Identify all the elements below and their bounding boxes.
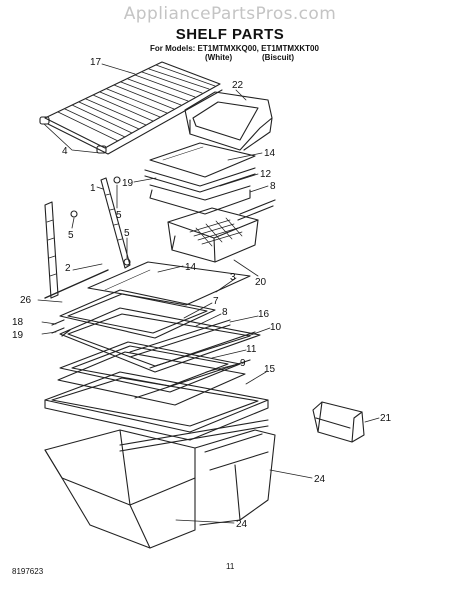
callout-19: 19 <box>122 178 134 189</box>
callout-8: 8 <box>222 307 228 318</box>
watermark: AppliancePartsPros.com <box>123 4 337 24</box>
variant-white: (White) <box>205 53 233 62</box>
page-number: 11 <box>226 562 235 571</box>
callout-5: 5 <box>124 228 130 239</box>
models-line: For Models: ET1MTMXKQ00, ET1MTMXKT00 <box>150 44 319 53</box>
shelf-frame-stack-part <box>44 269 261 373</box>
callout-20: 20 <box>255 277 267 288</box>
lower-shelf-part <box>57 341 251 406</box>
callout-14: 14 <box>185 262 197 273</box>
callout-22: 22 <box>232 80 244 91</box>
callout-7: 7 <box>213 296 219 307</box>
crisper-drawer-part <box>44 429 276 549</box>
callout-2: 2 <box>65 263 71 274</box>
callout-5: 5 <box>116 210 122 221</box>
bin-part <box>184 91 273 151</box>
part-callouts: 17 22 4 14 12 8 19 1 5 5 5 2 14 3 20 26 … <box>12 57 392 530</box>
leader-lines <box>37 63 380 524</box>
callout-19: 19 <box>12 330 24 341</box>
callout-3: 3 <box>230 272 236 283</box>
callout-24: 24 <box>236 519 248 530</box>
callout-18: 18 <box>12 317 24 328</box>
large-glass-shelf-part <box>87 261 251 306</box>
callout-8: 8 <box>270 181 276 192</box>
callout-17: 17 <box>90 57 102 68</box>
variant-biscuit: (Biscuit) <box>262 53 294 62</box>
screw-part <box>70 176 131 266</box>
vertical-rail-part <box>44 177 131 299</box>
callout-16: 16 <box>258 309 270 320</box>
wire-shelf-part <box>44 61 223 155</box>
callout-1: 1 <box>90 183 96 194</box>
callout-12: 12 <box>260 169 272 180</box>
callout-9: 9 <box>240 358 246 369</box>
callout-21: 21 <box>380 413 392 424</box>
glass-shelf-part <box>149 142 256 178</box>
callout-15: 15 <box>264 364 276 375</box>
shelf-frame-part <box>144 167 276 221</box>
callout-5: 5 <box>68 230 74 241</box>
callout-24: 24 <box>314 474 326 485</box>
callout-11: 11 <box>246 344 257 355</box>
document-number: 8197623 <box>12 567 44 576</box>
callout-26: 26 <box>20 295 32 306</box>
callout-10: 10 <box>270 322 282 333</box>
door-bin-part <box>312 401 365 443</box>
crisper-cover-part <box>44 371 269 452</box>
page-title: SHELF PARTS <box>175 26 285 43</box>
callout-14: 14 <box>264 148 276 159</box>
drawer-part <box>167 207 259 263</box>
callout-4: 4 <box>62 146 68 157</box>
